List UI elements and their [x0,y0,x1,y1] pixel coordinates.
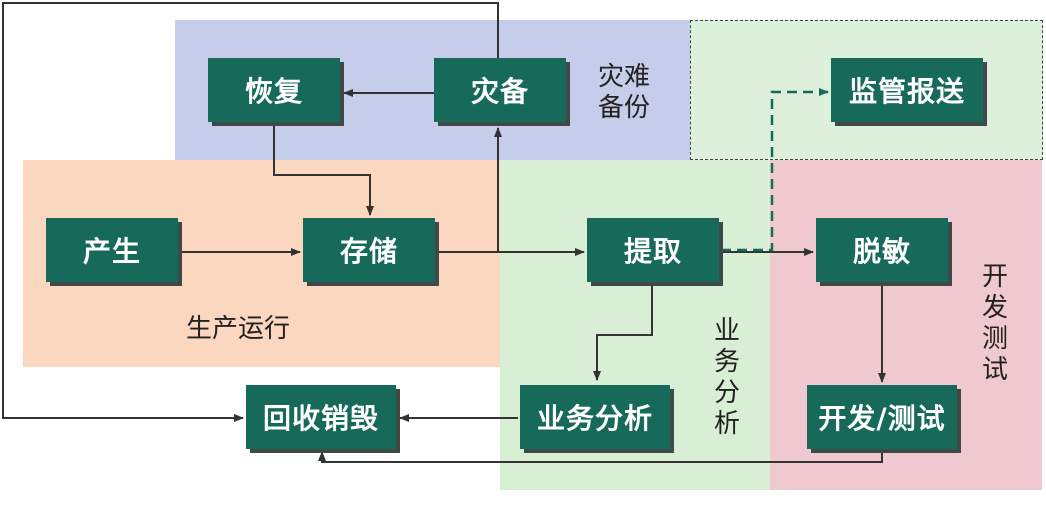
node-desensitize[interactable]: 脱敏 [816,218,948,282]
label-production: 生产运行 [186,314,291,344]
arrow-recover-store [273,125,374,216]
node-backup[interactable]: 灾备 [434,58,566,122]
node-analysis[interactable]: 业务分析 [520,385,670,449]
arrow-extract-report [721,88,829,252]
arrow-extract-analysis [593,285,653,381]
label-business-analysis: 业务分析 [713,316,740,439]
arrow-store-backup [435,127,502,253]
node-recover[interactable]: 恢复 [208,58,340,122]
arrow-backup-destroy [2,2,499,422]
node-store[interactable]: 存储 [303,218,435,282]
node-report[interactable]: 监管报送 [831,58,983,122]
label-disaster-backup: 灾难备份 [598,62,651,123]
label-dev-test: 开发测试 [981,262,1008,385]
arrow-devtest-destroy [318,451,883,463]
node-produce[interactable]: 产生 [46,218,178,282]
node-extract[interactable]: 提取 [587,218,719,282]
node-devtest[interactable]: 开发/测试 [807,385,957,449]
node-destroy[interactable]: 回收销毁 [246,385,396,449]
